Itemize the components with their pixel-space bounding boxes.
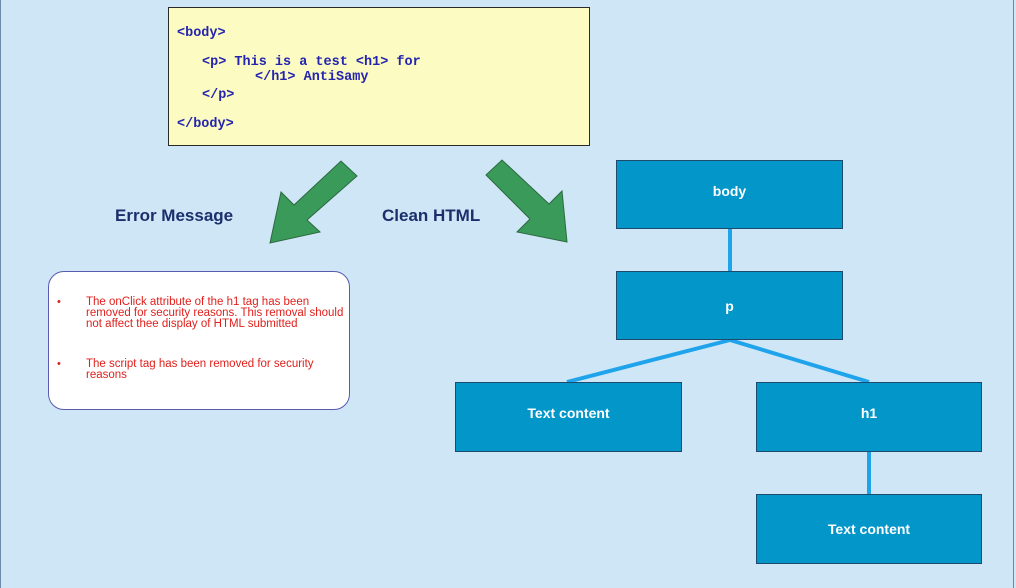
code-line-body-open: <body>	[177, 26, 226, 41]
connector-p-text	[566, 338, 731, 384]
tree-node-body: body	[616, 160, 843, 229]
bullet-icon: •	[57, 296, 61, 308]
code-line-h1-close: </h1> AntiSamy	[255, 70, 369, 85]
bullet-icon: •	[57, 358, 61, 370]
error-message-box: • The onClick attribute of the h1 tag ha…	[48, 271, 350, 410]
down-left-arrow-icon	[269, 160, 358, 244]
tree-node-h1: h1	[756, 382, 982, 452]
tree-node-p: p	[616, 271, 843, 340]
code-line-p-open: <p> This is a test <h1> for	[202, 55, 421, 70]
tree-node-h1-text-content: Text content	[756, 494, 982, 564]
error-message-text: The script tag has been removed for secu…	[86, 358, 314, 381]
code-line-p-close: </p>	[202, 88, 235, 103]
clean-html-heading: Clean HTML	[382, 206, 481, 225]
error-message-text: The onClick attribute of the h1 tag has …	[86, 296, 344, 330]
error-message-heading: Error Message	[115, 206, 234, 225]
down-right-arrow-icon	[485, 159, 568, 243]
tree-node-text-content: Text content	[455, 382, 682, 452]
code-line-body-close: </body>	[177, 117, 234, 132]
connector-p-h1	[729, 338, 870, 384]
html-input-code-box: <body> <p> This is a test <h1> for </h1>…	[168, 7, 590, 146]
